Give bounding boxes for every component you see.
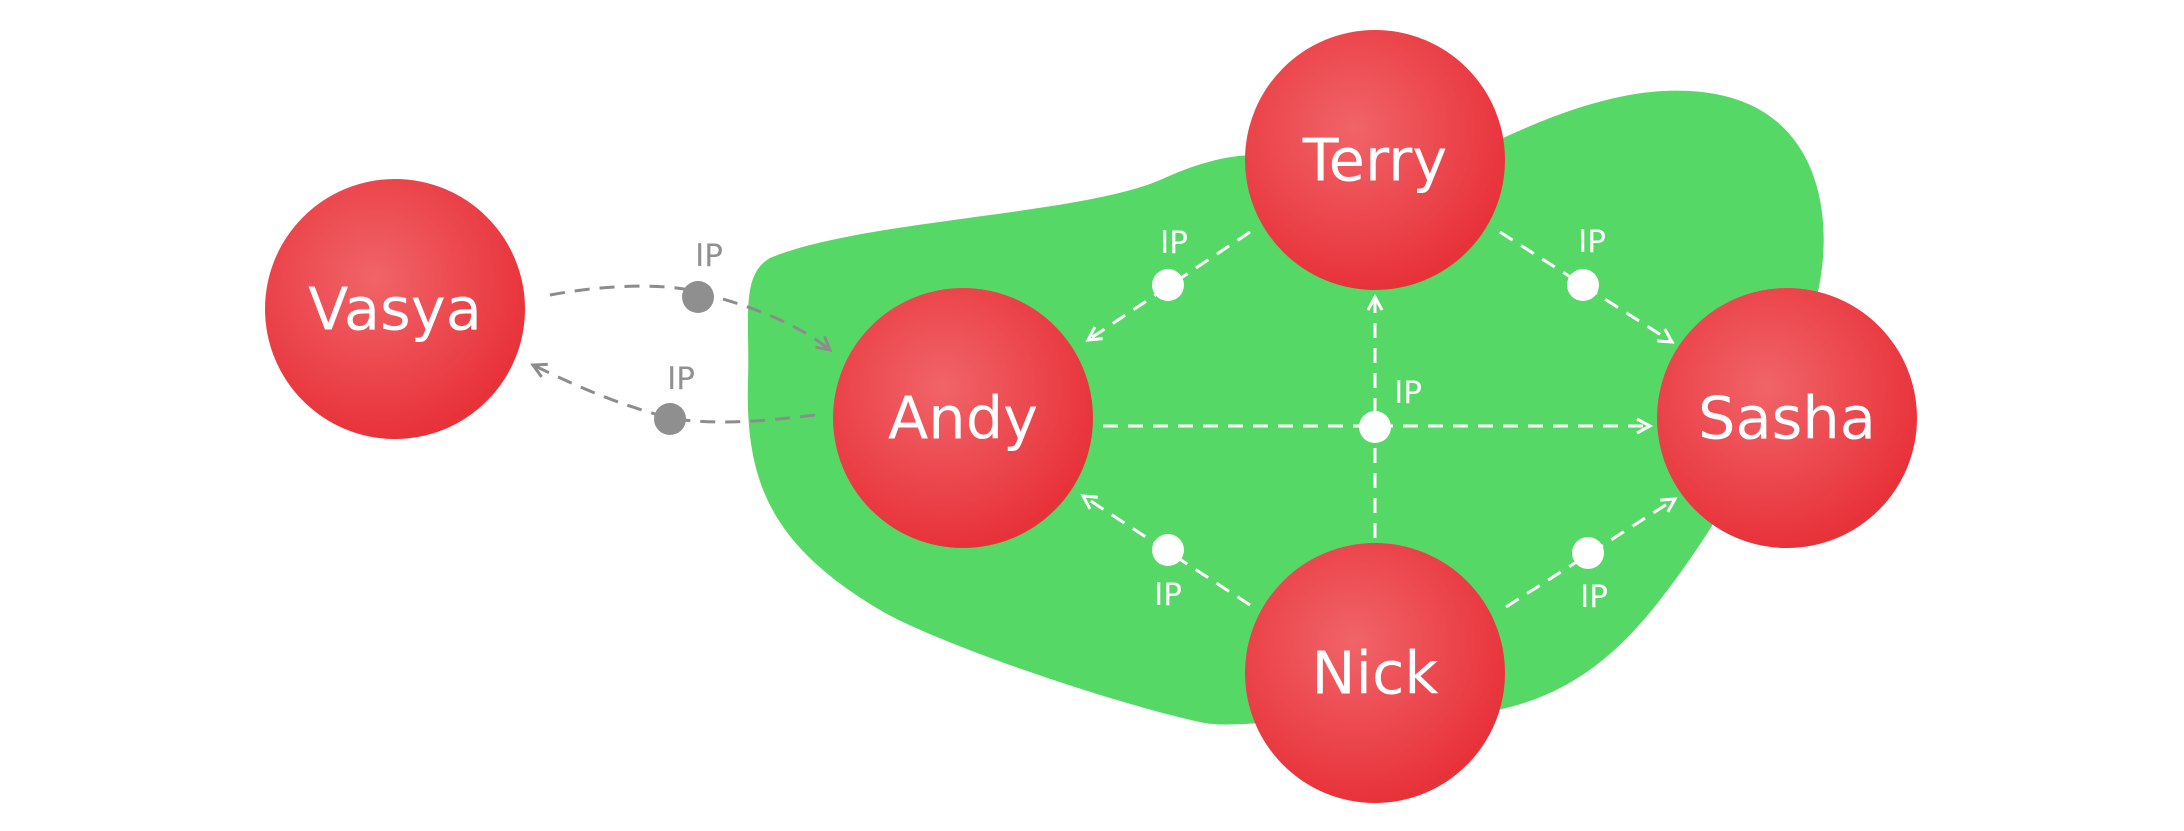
ip-label: IP [1580, 579, 1608, 615]
ip-label: IP [1394, 375, 1422, 411]
node-nick: Nick [1245, 543, 1505, 803]
ip-dot [654, 403, 686, 435]
node-label: Sasha [1698, 384, 1876, 453]
ip-label: IP [695, 238, 723, 274]
node-vasya: Vasya [265, 179, 525, 439]
ip-dot [682, 281, 714, 313]
ip-label: IP [1154, 577, 1182, 613]
ip-labels: IP IP IP IP IP IP IP [667, 224, 1608, 615]
ip-dot [1152, 534, 1184, 566]
ip-label: IP [667, 361, 695, 397]
node-label: Nick [1311, 639, 1438, 708]
node-label: Andy [888, 384, 1038, 453]
node-label: Vasya [308, 275, 482, 344]
network-area [747, 90, 1824, 725]
ip-dot [1359, 411, 1391, 443]
ip-dot [1572, 537, 1604, 569]
edge-terry-to-andy [1085, 230, 1251, 342]
node-andy: Andy [833, 288, 1093, 548]
ip-label: IP [1578, 224, 1606, 260]
ip-label: IP [1160, 225, 1188, 261]
node-terry: Terry [1245, 30, 1505, 290]
ip-dot [1152, 269, 1184, 301]
ip-dots [654, 269, 1604, 569]
edge-nick-to-andy [1080, 494, 1251, 607]
node-label: Terry [1302, 126, 1448, 195]
ip-dot [1567, 269, 1599, 301]
node-sasha: Sasha [1657, 288, 1917, 548]
